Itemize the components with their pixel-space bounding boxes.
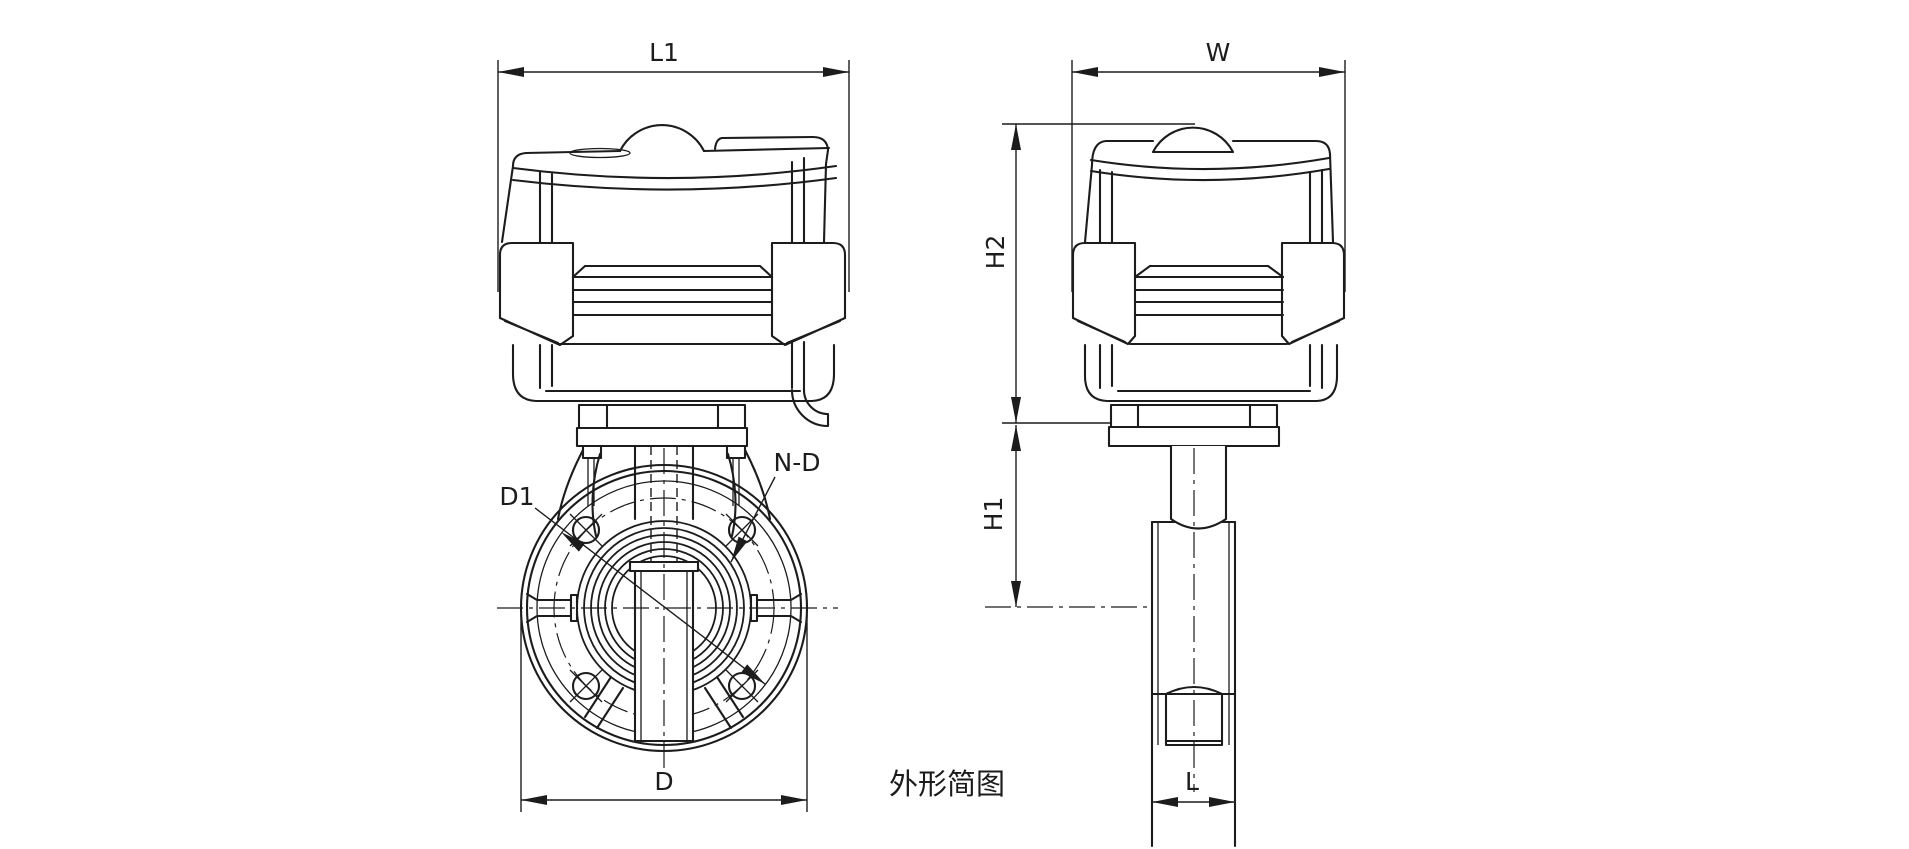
side-disc-arc (1164, 685, 1224, 696)
front-terminal-block-left (713, 136, 724, 151)
dim-d1: D1 (499, 482, 766, 685)
front-left-web (556, 448, 602, 538)
h1-label: H1 (979, 497, 1008, 532)
dim-h2: H2 (981, 123, 1195, 424)
side-band-top (1133, 264, 1285, 279)
front-view: L1 D D1 N-D (497, 38, 850, 812)
side-band-lines (1133, 275, 1285, 317)
nd-label: N-D (774, 448, 821, 477)
front-lower-body (511, 343, 836, 403)
front-right-ear-wedge (770, 316, 847, 347)
side-pipe-outer (1150, 520, 1237, 848)
front-bracket-step-lines (605, 403, 720, 430)
h2-label: H2 (981, 235, 1010, 270)
front-right-ear (770, 241, 847, 320)
side-body-left-edge (1083, 163, 1094, 244)
side-body-panel-lines (1098, 168, 1324, 244)
side-bracket-step-lines (1136, 403, 1252, 429)
stem-bar (633, 569, 695, 743)
side-body-right-edge (1328, 152, 1335, 244)
front-cap-top-left (511, 149, 622, 168)
side-bracket-step (1109, 403, 1279, 429)
front-left-ear (498, 241, 575, 320)
side-right-ear (1280, 241, 1346, 320)
flange-ribs (525, 592, 803, 730)
front-dome (618, 124, 706, 153)
d1-label: D1 (499, 482, 534, 511)
front-left-ear-wedge (498, 316, 575, 347)
front-conduit-lower (790, 340, 806, 392)
stem-bar-inner-lines (640, 571, 688, 741)
front-conduit-elbow (790, 388, 830, 428)
front-bracket-plate (575, 426, 749, 448)
front-body-right-edge (822, 148, 830, 244)
dim-l1: L1 (497, 38, 850, 292)
l-label: L (1185, 767, 1199, 796)
front-conduit-upper (790, 156, 806, 244)
front-band-lines (571, 275, 774, 317)
dim-w: W (1071, 38, 1346, 292)
side-lower-body (1083, 343, 1339, 403)
dim-d: D (520, 615, 808, 812)
side-cap-seam-1 (1089, 156, 1331, 171)
front-body-left-edge (500, 164, 515, 244)
front-top-oval (569, 147, 631, 159)
front-cap-seam-2 (511, 176, 838, 191)
front-bracket-step (577, 403, 747, 430)
drawing-caption: 外形简图 (889, 767, 1005, 801)
dim-l: L (1152, 767, 1235, 807)
side-dome (1151, 126, 1235, 154)
d-label: D (654, 767, 673, 796)
side-left-ear-wedge (1071, 316, 1137, 346)
dim-h1: H1 (979, 425, 1021, 607)
front-lower-body-panel-lines (538, 343, 554, 390)
side-right-ear-wedge (1280, 316, 1346, 346)
side-lower-panel-lines (1098, 343, 1324, 390)
side-pipe-inner (1157, 522, 1230, 745)
w-label: W (1206, 38, 1231, 67)
front-right-web (726, 448, 772, 538)
side-cap-seam-2 (1089, 167, 1331, 182)
front-band-top (571, 264, 774, 279)
side-stem (1169, 446, 1228, 530)
dim-nd: N-D (730, 448, 821, 563)
side-left-ear (1071, 241, 1137, 320)
front-neck (633, 444, 695, 521)
side-view: W H2 H1 L (979, 38, 1346, 848)
l1-label: L1 (649, 38, 679, 67)
front-terminal-block-top (720, 135, 830, 152)
front-cap-seam-1 (511, 164, 838, 180)
side-bracket-plate (1107, 425, 1281, 448)
front-cap-top-right (702, 146, 831, 153)
side-disc-hub (1164, 692, 1224, 747)
front-body-left-panel-lines (538, 170, 554, 244)
